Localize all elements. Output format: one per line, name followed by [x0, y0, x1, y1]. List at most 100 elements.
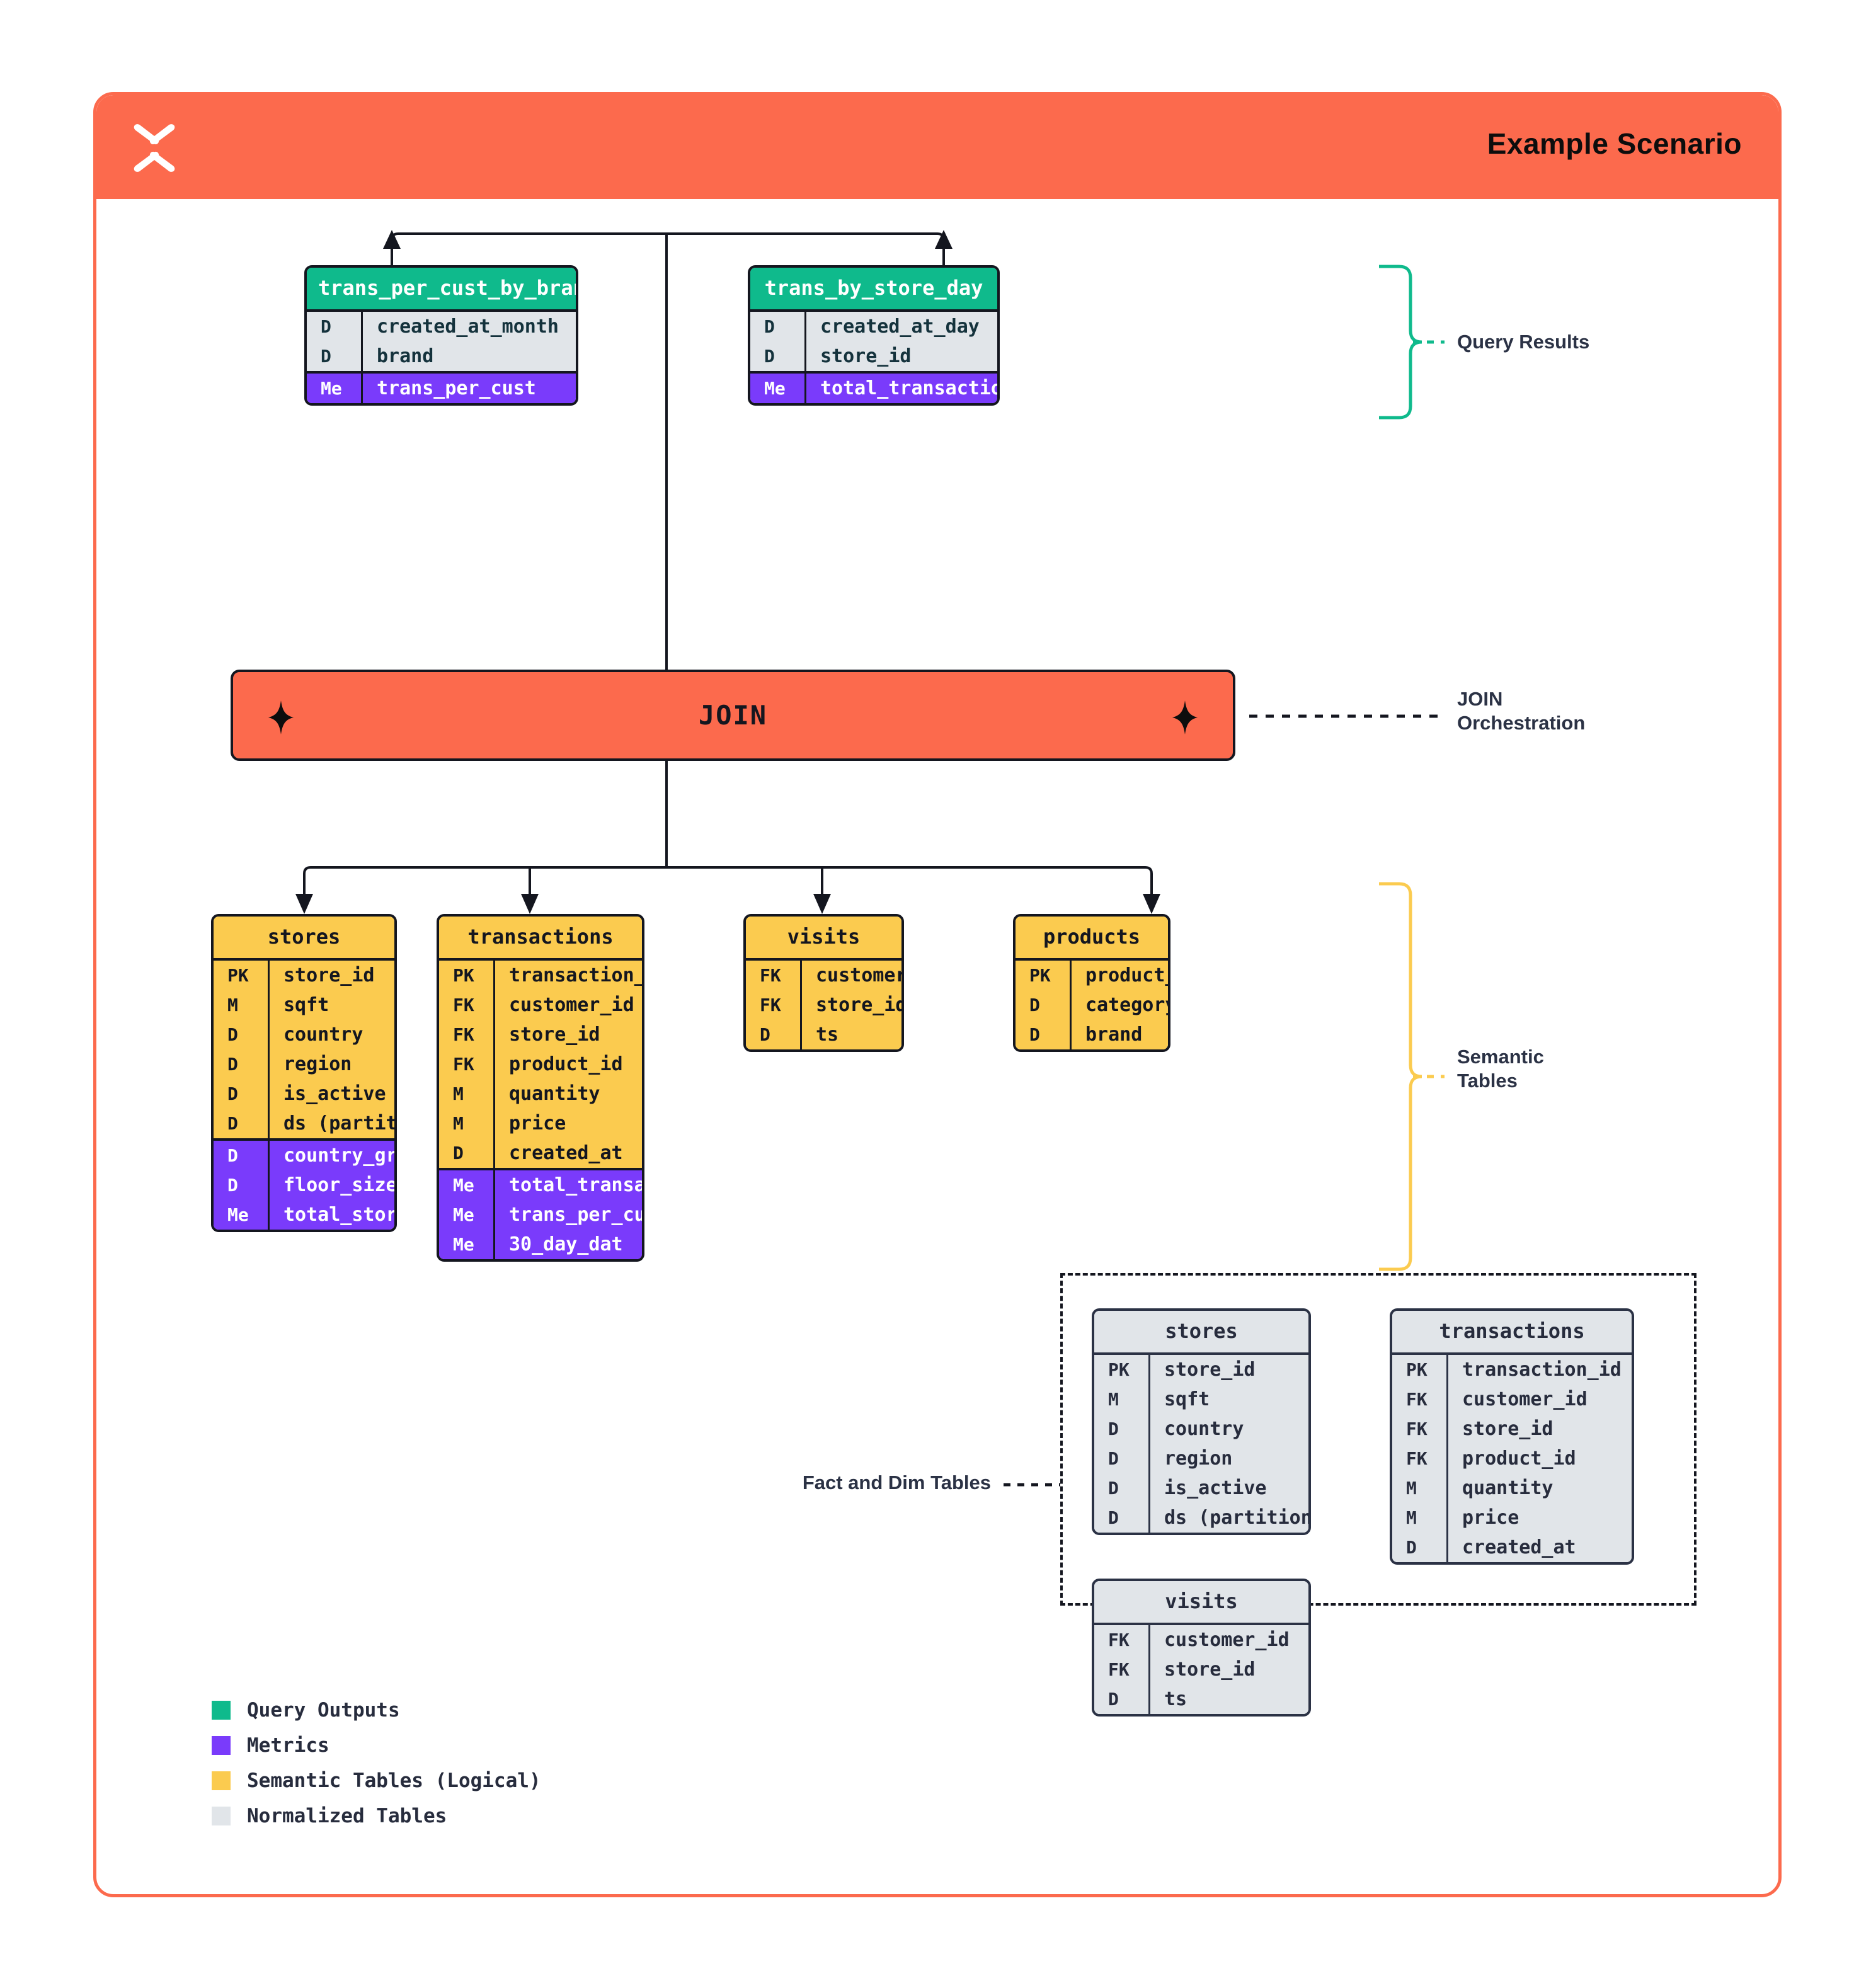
row-key: D — [1108, 1507, 1119, 1528]
row-key: M — [453, 1083, 464, 1104]
legend-swatch — [212, 1736, 231, 1755]
row-column: store_id — [1148, 1355, 1308, 1385]
row-key: D — [1108, 1689, 1119, 1710]
row-column: trans_per_cust — [493, 1200, 642, 1230]
legend-label: Query Outputs — [247, 1699, 400, 1722]
dimension-rows: D created_at_month D brand — [307, 312, 576, 371]
row-column: ds (partition) — [268, 1109, 394, 1138]
annotation-label-line2: Orchestration — [1457, 711, 1586, 734]
row-column: customer_id — [800, 961, 901, 990]
row-key: FK — [760, 965, 781, 986]
table-row: Me 30_day_dat — [439, 1230, 642, 1259]
row-key: FK — [1406, 1389, 1428, 1410]
row-key: M — [1406, 1507, 1417, 1528]
row-column: trans_per_cust — [361, 374, 576, 403]
query-result-table-trans-per-cust-by-brand-month[interactable]: trans_per_cust_by_brand_month D created_… — [304, 265, 578, 406]
semantic-tables-bracket — [1379, 882, 1445, 1271]
row-key: Me — [321, 378, 342, 399]
table-title: stores — [214, 917, 394, 958]
row-column: customer_id — [1446, 1385, 1632, 1414]
sparkle-icon — [1172, 700, 1198, 734]
row-column: store_id — [800, 990, 901, 1020]
legend-label: Normalized Tables — [247, 1805, 447, 1827]
row-column: quantity — [1446, 1473, 1632, 1503]
row-column: price — [493, 1109, 642, 1138]
card-header: Example Scenario — [96, 95, 1778, 199]
join-label: JOIN — [698, 700, 768, 731]
row-column: transaction_id — [493, 961, 642, 990]
sparkle-icon — [268, 700, 294, 734]
row-key: Me — [764, 378, 786, 399]
row-column: region — [1148, 1444, 1308, 1473]
row-column: product_id — [1446, 1444, 1632, 1473]
row-key: D — [227, 1024, 238, 1045]
table-title: trans_by_store_day — [750, 268, 997, 309]
row-column: country — [1148, 1414, 1308, 1444]
row-key: D — [1108, 1448, 1119, 1469]
annotation-semantic-tables: Semantic Tables — [1457, 1045, 1544, 1093]
row-key: PK — [453, 965, 474, 986]
row-key: D — [764, 346, 775, 367]
row-key: D — [764, 316, 775, 337]
row-key: D — [760, 1024, 770, 1045]
table-title: products — [1016, 917, 1168, 958]
row-key: FK — [453, 995, 474, 1015]
row-key: D — [1108, 1419, 1119, 1439]
table-title: stores — [1094, 1311, 1308, 1352]
row-key: D — [1029, 995, 1040, 1015]
row-column: country — [268, 1020, 394, 1049]
row-column: quantity — [493, 1079, 642, 1109]
table-row: FK customer_id — [746, 961, 901, 990]
query-results-bracket — [1379, 265, 1445, 420]
annotation-label-line1: Semantic — [1457, 1046, 1544, 1068]
row-column: sqft — [268, 990, 394, 1020]
diagram-card: Example Scenario trans_per_c — [93, 92, 1782, 1897]
legend-swatch — [212, 1701, 231, 1720]
row-column: customer_id — [1148, 1625, 1308, 1655]
query-result-table-trans-by-store-day[interactable]: trans_by_store_day D created_at_day D st… — [748, 265, 1000, 406]
annotation-label: Query Results — [1457, 331, 1590, 353]
row-column: store_id — [268, 961, 394, 990]
join-orchestration-bar[interactable]: JOIN — [231, 670, 1235, 761]
table-row: Me trans_per_cust — [307, 374, 576, 403]
row-key: M — [453, 1113, 464, 1134]
row-column: ts — [800, 1020, 901, 1049]
table-title: visits — [746, 917, 901, 958]
row-key: Me — [453, 1234, 474, 1255]
row-column: store_id — [1148, 1655, 1308, 1684]
row-column: floor_size — [268, 1170, 394, 1200]
row-key: D — [1406, 1537, 1417, 1558]
legend-item-metrics: Metrics — [212, 1734, 541, 1757]
row-key: Me — [453, 1175, 474, 1196]
row-column: 30_day_dat — [493, 1230, 642, 1259]
